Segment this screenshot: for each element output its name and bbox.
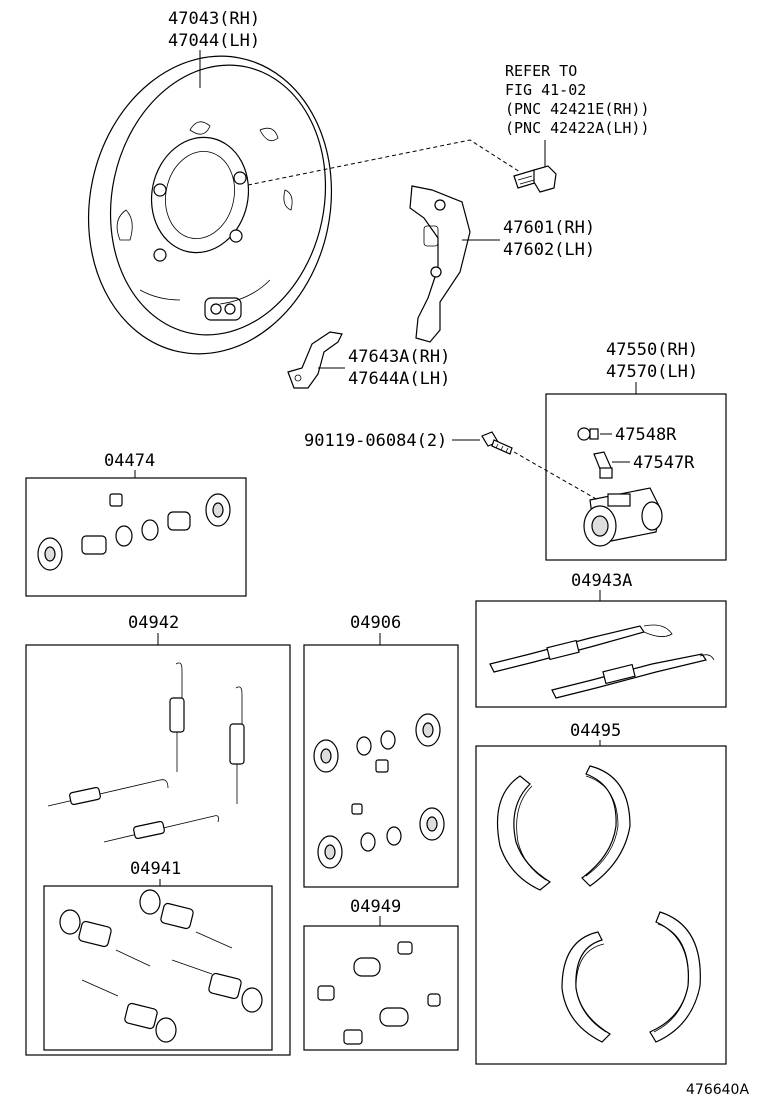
bleeder-plug-drawing[interactable]	[593, 451, 613, 479]
kit-04949-label: 04949	[350, 897, 401, 917]
refer-pnc-rh-label: (PNC 42421E(RH))	[505, 100, 650, 118]
kit-04942-box	[25, 644, 291, 1056]
kit-04941-box	[43, 885, 273, 1051]
parking-lever-drawing[interactable]	[409, 185, 471, 343]
bleeder-plug-label: 47547R	[633, 453, 695, 473]
backing-plate-drawing[interactable]	[61, 33, 358, 376]
kit-04943a-parts[interactable]	[489, 624, 715, 699]
kit-04942-label: 04942	[128, 613, 179, 633]
cylinder-rh-label: 47550(RH)	[606, 340, 698, 360]
kit-04941-label: 04941	[130, 859, 181, 879]
kit-04941-parts[interactable]	[59, 889, 263, 1043]
refer-bolt-drawing[interactable]	[513, 165, 557, 193]
refer-fig-label: FIG 41-02	[505, 81, 586, 99]
kit-04474-box	[25, 477, 247, 597]
wheel-cylinder-box	[545, 393, 727, 561]
strut-lh-label: 47644A(LH)	[348, 369, 450, 389]
strut-rh-label: 47643A(RH)	[348, 347, 450, 367]
kit-04474-label: 04474	[104, 451, 155, 471]
bleeder-cap-drawing[interactable]	[577, 427, 599, 441]
kit-04474-parts[interactable]	[37, 493, 231, 571]
bolt-label: 90119-06084(2)	[304, 431, 447, 451]
strut-drawing[interactable]	[287, 331, 343, 389]
brake-shoes-drawing[interactable]	[497, 765, 701, 1043]
kit-04949-box	[303, 925, 459, 1051]
kit-04942-springs[interactable]	[47, 662, 245, 843]
kit-04495-label: 04495	[570, 721, 621, 741]
cylinder-bolt-drawing[interactable]	[481, 431, 513, 455]
refer-to-label: REFER TO	[505, 62, 577, 80]
cylinder-lh-label: 47570(LH)	[606, 362, 698, 382]
kit-04943a-label: 04943A	[571, 571, 632, 591]
kit-04495-box	[475, 745, 727, 1065]
kit-04906-box	[303, 644, 459, 888]
kit-04906-label: 04906	[350, 613, 401, 633]
lever-rh-label: 47601(RH)	[503, 218, 595, 238]
wheel-cylinder-drawing[interactable]	[583, 487, 663, 547]
backing-plate-lh-label: 47044(LH)	[168, 31, 260, 51]
refer-pnc-lh-label: (PNC 42422A(LH))	[505, 119, 650, 137]
kit-04949-parts[interactable]	[317, 941, 441, 1045]
lever-lh-label: 47602(LH)	[503, 240, 595, 260]
figure-code: 476640A	[686, 1082, 749, 1098]
bleeder-cap-label: 47548R	[615, 425, 677, 445]
kit-04943a-box	[475, 600, 727, 708]
kit-04906-parts[interactable]	[313, 713, 445, 869]
backing-plate-rh-label: 47043(RH)	[168, 9, 260, 29]
